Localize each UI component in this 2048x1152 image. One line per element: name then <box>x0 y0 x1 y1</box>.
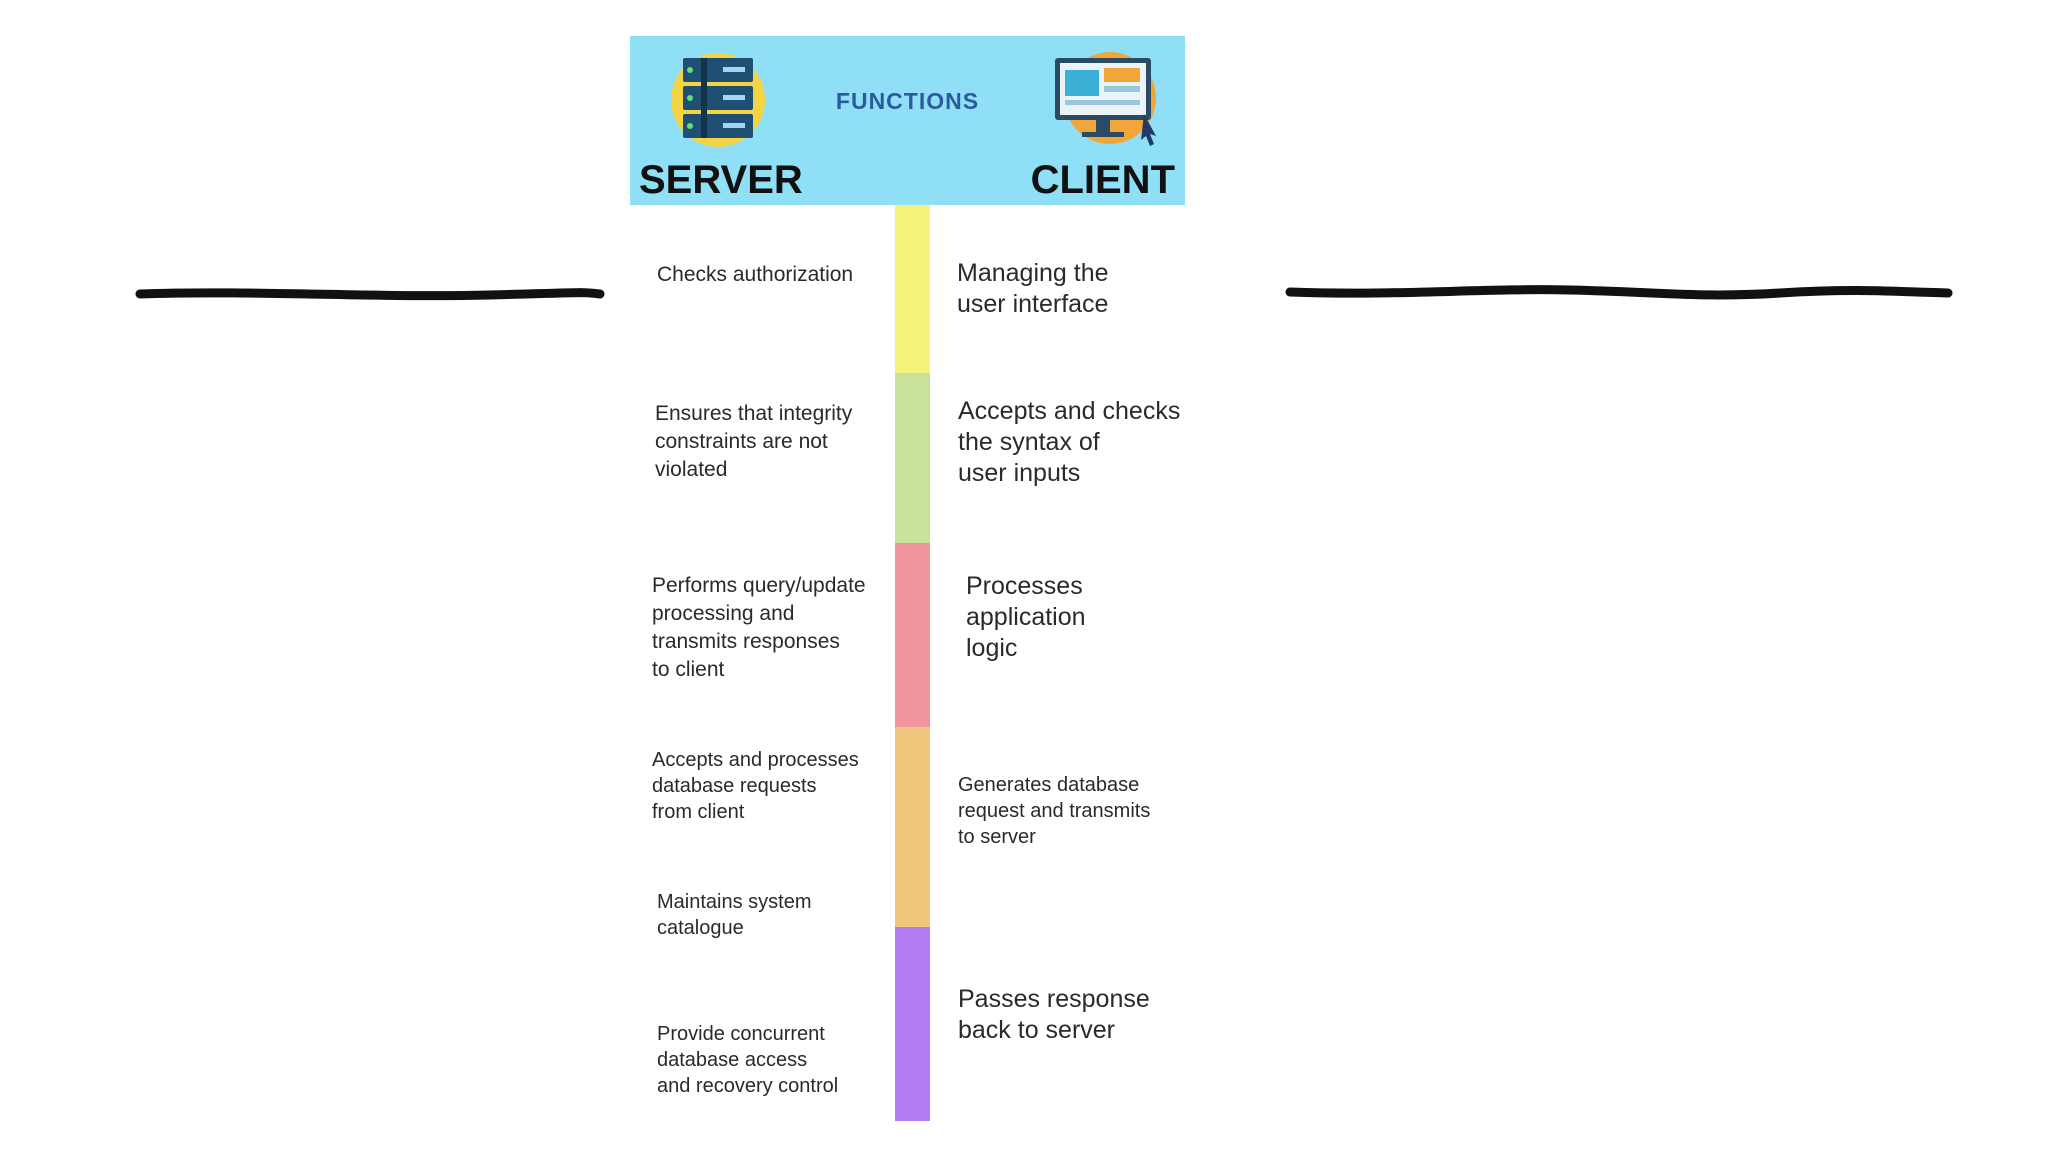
right-stroke <box>1285 285 1953 300</box>
server-function: Provide concurrent database access and r… <box>657 1023 839 1097</box>
server-rack-icon <box>671 53 765 147</box>
server-function: Ensures that integrity constraints are n… <box>655 402 853 481</box>
functions-header: FUNCTIONS SERVER CLIENT <box>630 36 1185 205</box>
timeline-segment <box>895 205 930 373</box>
timeline-segment <box>895 543 930 727</box>
timeline-segment <box>895 727 930 927</box>
server-label: SERVER <box>639 158 803 202</box>
server-function: Performs query/update processing and tra… <box>652 574 866 681</box>
client-label: CLIENT <box>1030 158 1175 202</box>
left-stroke <box>135 288 605 301</box>
timeline-segment <box>895 373 930 543</box>
server-function: Checks authorization <box>657 263 854 286</box>
server-function: Maintains system catalogue <box>657 891 812 939</box>
timeline-segment <box>895 927 930 1121</box>
client-function: Managing the user interface <box>957 259 1109 318</box>
client-function: Generates database request and transmits… <box>958 774 1151 848</box>
monitor-icon <box>1055 52 1156 146</box>
client-function: Accepts and checks the syntax of user in… <box>958 397 1181 487</box>
server-function: Accepts and processes database requests … <box>652 749 859 823</box>
diagram-title: FUNCTIONS <box>835 88 980 114</box>
client-function: Processes application logic <box>966 572 1086 662</box>
client-function: Passes response back to server <box>958 985 1150 1044</box>
